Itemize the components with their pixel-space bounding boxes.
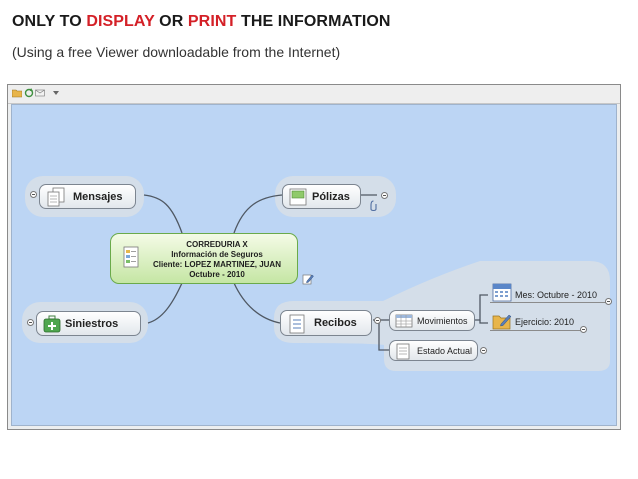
estado-actual-collapse-knob[interactable] [480, 347, 487, 354]
document-tree-icon [123, 246, 139, 268]
display-word: DISPLAY [86, 13, 155, 30]
folder-icon[interactable] [12, 88, 22, 98]
viewer-toolbar [8, 85, 620, 104]
subtopic-estado-actual-label: Estado Actual [417, 345, 473, 356]
print-word: PRINT [187, 13, 237, 30]
mail-icon[interactable] [35, 88, 45, 98]
connector-lines [143, 194, 488, 351]
central-line-3: Cliente: LOPEZ MARTINEZ, JUAN [152, 260, 281, 269]
list-document-icon [289, 314, 305, 334]
green-window-icon [289, 188, 307, 206]
viewer-window: CORREDURIA X Información de Seguros Clie… [7, 84, 621, 430]
subtopic-mes-label: Mes: Octubre - 2010 [515, 290, 598, 300]
slide-subtitle: (Using a free Viewer downloadable from t… [12, 44, 341, 60]
text-document-icon [396, 343, 410, 360]
dropdown-arrow-icon[interactable] [51, 88, 61, 98]
topic-polizas[interactable]: Pólizas [282, 184, 361, 209]
first-aid-kit-icon [43, 315, 61, 333]
mes-collapse-knob[interactable] [605, 298, 612, 305]
topic-siniestros[interactable]: Siniestros [36, 311, 141, 336]
mes-underline [490, 302, 610, 303]
polizas-collapse-knob[interactable] [381, 192, 388, 199]
topic-mensajes-label: Mensajes [73, 190, 123, 203]
documents-icon [47, 187, 65, 207]
slide-title: ONLY TO DISPLAY OR PRINT THE INFORMATION [12, 13, 391, 30]
subtopic-ejercicio[interactable]: Ejercicio: 2010 [515, 315, 574, 329]
subtopic-movimientos[interactable]: Movimientos [389, 310, 475, 331]
subtopic-ejercicio-label: Ejercicio: 2010 [515, 317, 575, 327]
sync-icon[interactable] [24, 88, 34, 98]
central-topic[interactable]: CORREDURIA X Información de Seguros Clie… [110, 233, 298, 284]
calendar-icon [492, 283, 512, 302]
attachment-icon[interactable] [370, 200, 377, 212]
mindmap-canvas: CORREDURIA X Información de Seguros Clie… [11, 104, 617, 426]
ejercicio-collapse-knob[interactable] [580, 326, 587, 333]
table-icon [395, 314, 413, 328]
subtopic-mes[interactable]: Mes: Octubre - 2010 [515, 288, 597, 302]
subtopic-estado-actual[interactable]: Estado Actual [389, 340, 478, 361]
topic-polizas-label: Pólizas [312, 190, 350, 203]
topic-recibos-label: Recibos [314, 317, 357, 329]
topic-recibos[interactable]: Recibos [280, 310, 372, 336]
siniestros-collapse-knob[interactable] [27, 319, 34, 326]
ejercicio-underline [490, 330, 582, 331]
central-line-2: Información de Seguros [171, 250, 263, 259]
mensajes-collapse-knob[interactable] [30, 191, 37, 198]
central-topic-text: CORREDURIA X Información de Seguros Clie… [141, 240, 293, 280]
recibos-collapse-knob[interactable] [374, 317, 381, 324]
subtopic-movimientos-label: Movimientos [417, 315, 468, 326]
topic-siniestros-label: Siniestros [65, 317, 119, 330]
central-line-1: CORREDURIA X [186, 240, 248, 249]
folder-pencil-icon [492, 314, 512, 330]
topic-mensajes[interactable]: Mensajes [39, 184, 136, 209]
central-line-4: Octubre - 2010 [189, 270, 245, 279]
note-pencil-icon[interactable] [302, 273, 314, 285]
